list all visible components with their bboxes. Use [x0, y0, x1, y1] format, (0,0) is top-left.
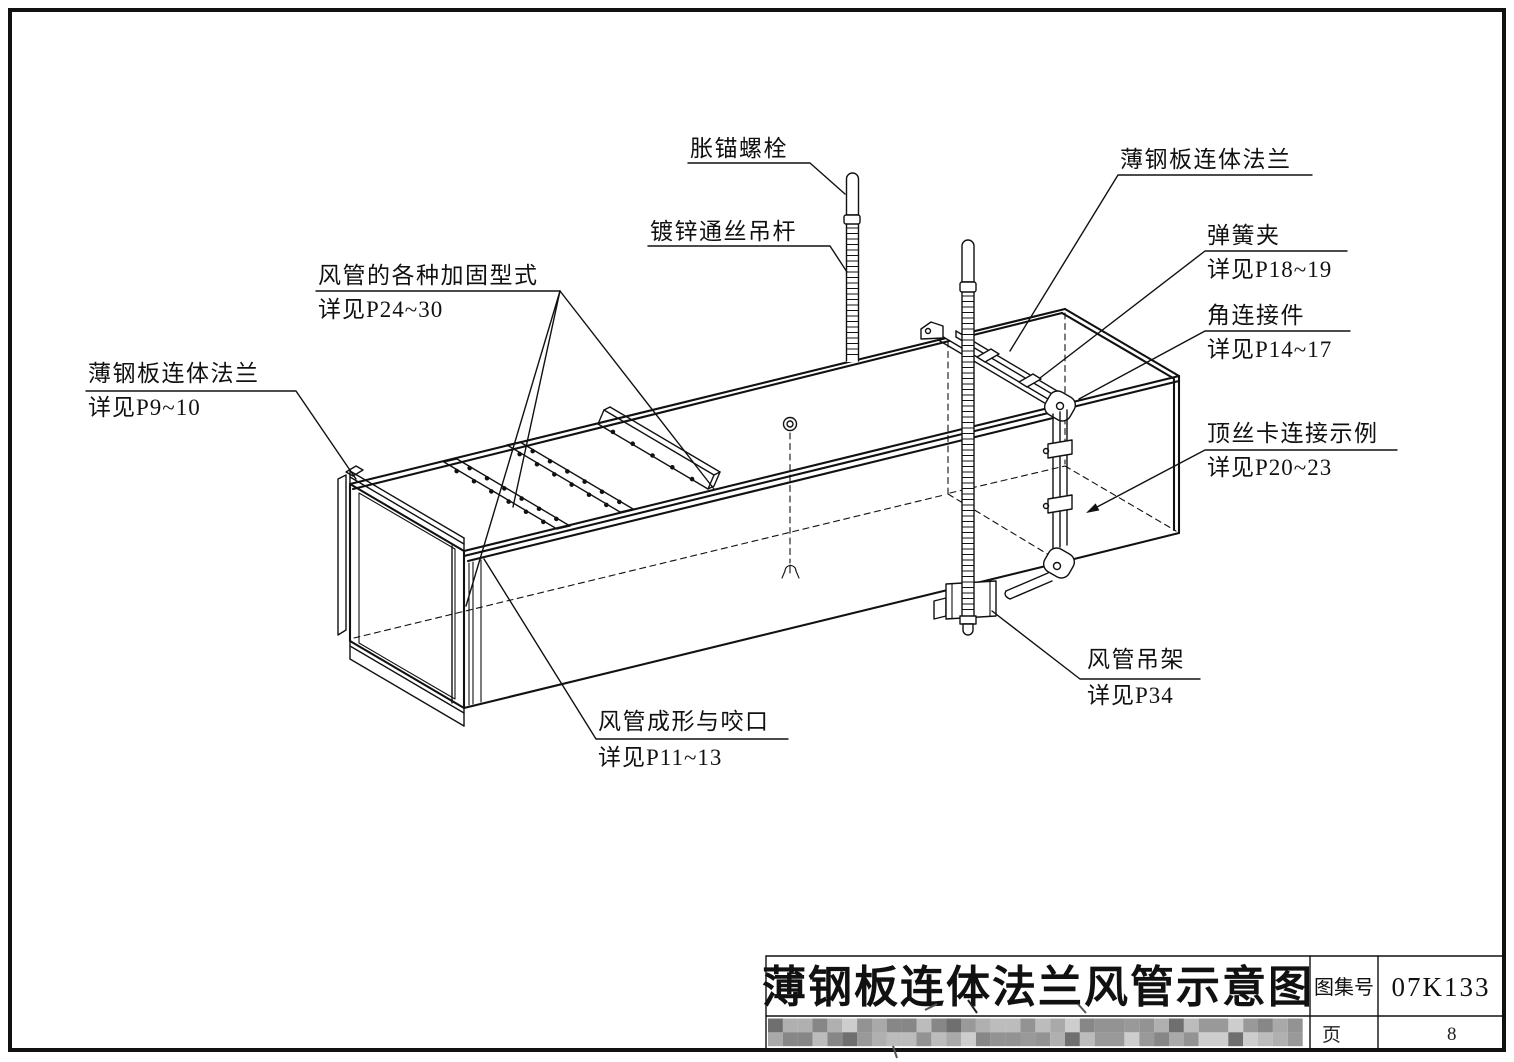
- label-corner-connector-ref: 详见P14~17: [1207, 337, 1332, 362]
- label-anchor-bolt: 胀锚螺栓: [690, 136, 788, 161]
- screw-clips: [1042, 439, 1073, 514]
- anchor-bolt-right: [961, 239, 975, 283]
- leader-reinforcement-fan1: [465, 290, 561, 607]
- leader-corner-connector: [1078, 330, 1351, 400]
- reinforcement-strip-b: [506, 441, 634, 513]
- duct-isometric-drawing: [337, 172, 1181, 727]
- leader-forming-seam: [483, 558, 789, 740]
- label-duct-hanger: 风管吊架: [1087, 647, 1185, 672]
- mosaic-redaction: [768, 1018, 1303, 1047]
- callout-labels: 胀锚螺栓 镀锌通丝吊杆 薄钢板连体法兰 弹簧夹 详见P18~19 角连接件 详见…: [88, 136, 1379, 770]
- duct-hanger-channel: [933, 580, 997, 620]
- leader-reinforcement-fan3: [559, 290, 715, 490]
- leader-spring-clip: [1039, 250, 1348, 379]
- through-rod-hidden: [781, 416, 800, 579]
- leader-flange-left: [85, 390, 357, 480]
- label-corner-connector: 角连接件: [1207, 303, 1305, 328]
- rod-grommet: [782, 416, 798, 432]
- hanger-rod-left: [843, 172, 861, 362]
- leader-duct-hanger: [991, 610, 1201, 680]
- label-flange-top-right: 薄钢板连体法兰: [1120, 147, 1292, 172]
- label-flange-left: 薄钢板连体法兰: [88, 361, 260, 386]
- title-block: 薄钢板连体法兰风管示意图 图集号 07K133 页 8: [762, 955, 1505, 1059]
- label-reinforcement: 风管的各种加固型式: [318, 263, 539, 288]
- leader-flange-top-right: [1009, 174, 1313, 352]
- page-number: 8: [1447, 1024, 1457, 1045]
- flange-bottom-band: [1004, 572, 1053, 600]
- leader-screw-clip-arrowhead: [1086, 503, 1100, 513]
- label-reinforcement-ref: 详见P24~30: [318, 297, 443, 322]
- label-spring-clip: 弹簧夹: [1207, 223, 1281, 248]
- reinforcement-strip-a: [443, 458, 571, 530]
- flange-front-band: [1052, 409, 1068, 550]
- leader-reinforcement-fan2: [512, 290, 561, 508]
- rod-nut: [959, 615, 977, 625]
- reinforcement-angle-bar: [597, 406, 721, 490]
- atlas-no-label: 图集号: [1314, 976, 1374, 999]
- label-duct-hanger-ref: 详见P34: [1087, 683, 1174, 708]
- label-forming-seam: 风管成形与咬口: [598, 709, 770, 734]
- label-flange-left-ref: 详见P9~10: [88, 395, 201, 420]
- corner-connector-bottom: [1042, 547, 1076, 579]
- flange-back-corner-bracket: [920, 321, 944, 340]
- label-forming-seam-ref: 详见P11~13: [598, 745, 722, 770]
- leader-lines: [85, 162, 1398, 740]
- atlas-no: 07K133: [1392, 972, 1491, 1002]
- mid-flange-assembly: [920, 321, 1077, 600]
- label-spring-clip-ref: 详见P18~19: [1207, 257, 1332, 282]
- page-border: [8, 8, 1506, 1052]
- page-label: 页: [1322, 1025, 1341, 1046]
- leader-threaded-rod: [647, 245, 848, 273]
- figure-title: 薄钢板连体法兰风管示意图: [762, 963, 1314, 1012]
- label-screw-clip-ref: 详见P20~23: [1207, 455, 1332, 480]
- anchor-bolt-left: [845, 172, 860, 216]
- leader-anchor-bolt: [687, 162, 846, 195]
- left-end-flange-frame: [337, 465, 482, 727]
- hanger-rod-right: [959, 239, 977, 636]
- label-threaded-rod: 镀锌通丝吊杆: [650, 219, 797, 244]
- redaction-glyph-fragments: [892, 999, 1087, 1059]
- leader-screw-clip: [1096, 449, 1398, 508]
- spring-clips: [976, 348, 1042, 388]
- label-screw-clip: 顶丝卡连接示例: [1207, 421, 1379, 446]
